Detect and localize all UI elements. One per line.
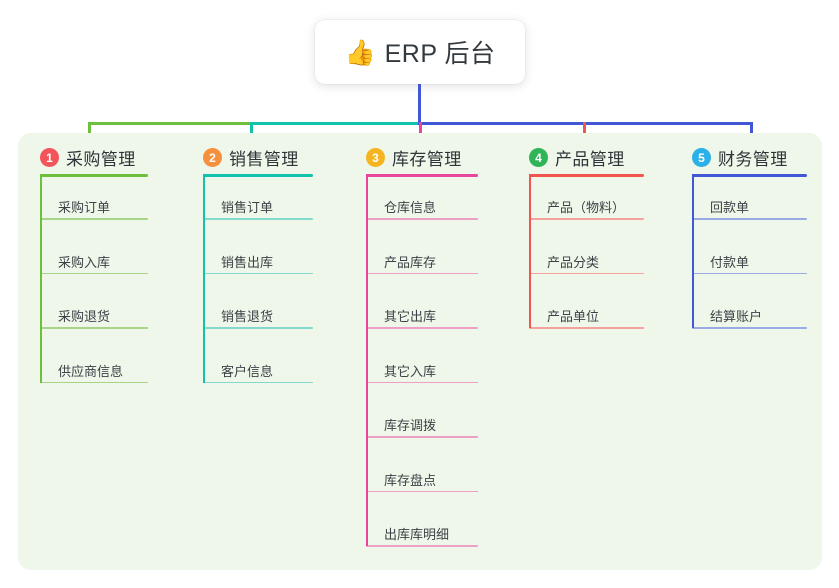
branch-leaf-rule [366, 272, 478, 275]
branch-spine [40, 174, 42, 383]
branch-spine [366, 174, 368, 546]
root-node-content: 👍 ERP 后台 [344, 34, 495, 70]
root-node-label: ERP 后台 [384, 40, 496, 68]
branch-leaf-label[interactable]: 库存盘点 [384, 472, 437, 488]
branch-title: 财务管理 [718, 150, 788, 169]
branch-number-badge: 4 [529, 148, 548, 167]
branch-leaf-label[interactable]: 销售出库 [221, 254, 274, 270]
branch-leaf-rule [203, 381, 313, 384]
branch-leaf-rule [529, 272, 644, 275]
branch-leaf-rule [529, 218, 644, 220]
branch-title: 产品管理 [555, 150, 625, 169]
branch-leaf-rule [692, 272, 807, 275]
branch-leaf-label[interactable]: 客户信息 [221, 363, 274, 379]
branch-leaf-rule [692, 327, 807, 329]
branch-leaf-rule [203, 327, 313, 329]
branch-column-2: 2 销售管理销售订单销售出库销售退货客户信息 [203, 133, 353, 570]
branch-header-2[interactable]: 2 销售管理 [203, 145, 299, 170]
connector-bar-segment-1 [88, 122, 250, 125]
branch-column-3: 3 库存管理仓库信息产品库存其它出库其它入库库存调拨库存盘点出库库明细 [366, 133, 518, 570]
branch-title: 销售管理 [229, 150, 299, 169]
branch-leaf-label[interactable]: 产品库存 [384, 254, 437, 270]
connector-bar-segment-2 [250, 122, 418, 125]
branch-leaf-label[interactable]: 产品分类 [547, 254, 600, 270]
branches-panel [18, 133, 822, 570]
branch-leaf-rule [40, 218, 148, 220]
branch-leaf-label[interactable]: 销售退货 [221, 309, 274, 324]
branch-leaf-label[interactable]: 出库库明细 [384, 527, 450, 542]
branch-column-4: 4 产品管理产品（物料） 产品分类产品单位 [529, 133, 684, 570]
branch-column-5: 5 财务管理回款单付款单结算账户 [692, 133, 839, 570]
branch-header-rule [40, 174, 148, 177]
connector-trunk-vertical [418, 84, 421, 125]
thumbs-up-icon: 👍 [344, 38, 376, 67]
branch-leaf-rule [366, 490, 478, 493]
branch-header-4[interactable]: 4 产品管理 [529, 145, 625, 170]
root-node-card[interactable]: 👍 ERP 后台 [315, 20, 525, 84]
branch-leaf-label[interactable]: 付款单 [710, 254, 750, 270]
branch-leaf-rule [40, 272, 148, 275]
branch-header-5[interactable]: 5 财务管理 [692, 145, 788, 170]
branch-leaf-rule [203, 272, 313, 275]
branch-title: 采购管理 [66, 150, 136, 169]
branch-leaf-rule [366, 545, 478, 547]
branch-leaf-rule [366, 327, 478, 329]
branch-header-3[interactable]: 3 库存管理 [366, 145, 462, 170]
branch-leaf-label[interactable]: 产品（物料） [547, 200, 626, 215]
branch-leaf-label[interactable]: 销售订单 [221, 200, 274, 215]
branch-leaf-label[interactable]: 结算账户 [710, 309, 763, 324]
branch-leaf-label[interactable]: 其它入库 [384, 363, 437, 379]
branch-title: 库存管理 [392, 150, 462, 169]
branch-spine [203, 174, 205, 383]
branch-leaf-rule [529, 327, 644, 329]
branch-number-badge: 5 [692, 148, 711, 167]
branch-header-rule [366, 174, 478, 177]
branch-leaf-rule [40, 381, 148, 384]
branch-header-rule [203, 174, 313, 177]
branch-leaf-rule [40, 327, 148, 329]
branch-header-rule [529, 174, 644, 177]
branch-leaf-rule [366, 436, 478, 438]
branch-header-1[interactable]: 1 采购管理 [40, 145, 136, 170]
branch-leaf-label[interactable]: 采购订单 [58, 200, 111, 215]
branch-number-badge: 1 [40, 148, 59, 167]
branch-column-1: 1 采购管理采购订单采购入库采购退货供应商信息 [40, 133, 188, 570]
branch-leaf-label[interactable]: 回款单 [710, 200, 750, 215]
branch-leaf-label[interactable]: 采购退货 [58, 309, 111, 324]
branch-leaf-label[interactable]: 其它出库 [384, 309, 437, 324]
branch-number-badge: 2 [203, 148, 222, 167]
branch-leaf-rule [366, 381, 478, 384]
branch-leaf-rule [366, 218, 478, 220]
branch-spine [529, 174, 531, 328]
branch-leaf-label[interactable]: 仓库信息 [384, 200, 437, 215]
branch-leaf-label[interactable]: 供应商信息 [58, 363, 124, 379]
branch-spine [692, 174, 694, 328]
branch-leaf-label[interactable]: 产品单位 [547, 309, 600, 324]
branch-header-rule [692, 174, 807, 177]
branch-number-badge: 3 [366, 148, 385, 167]
branch-leaf-label[interactable]: 库存调拨 [384, 418, 437, 433]
branch-leaf-rule [692, 218, 807, 220]
branch-leaf-label[interactable]: 采购入库 [58, 254, 111, 270]
branch-leaf-rule [203, 218, 313, 220]
